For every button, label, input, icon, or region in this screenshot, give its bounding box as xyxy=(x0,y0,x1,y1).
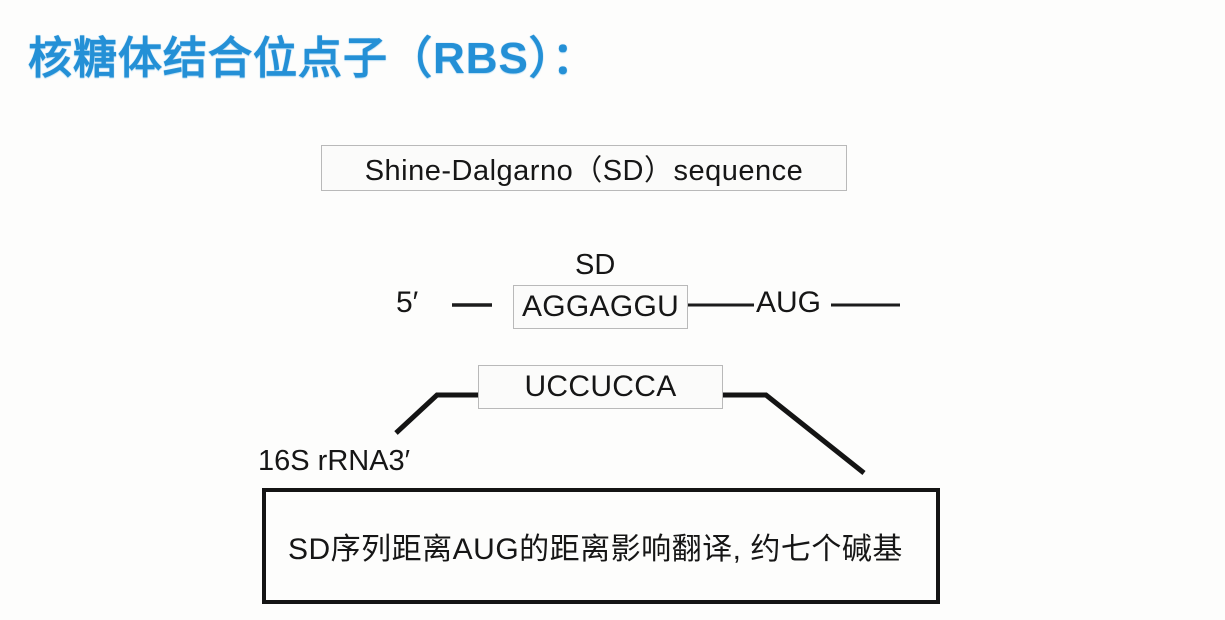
rrna-right-strand xyxy=(723,392,866,475)
mrna-sd-sequence-box: AGGAGGU xyxy=(513,285,688,329)
rrna-16s-label: 16S rRNA3′ xyxy=(258,445,411,477)
start-codon-label: AUG xyxy=(756,286,822,319)
rrna-left-strand xyxy=(394,392,478,435)
sd-caption-label: SD xyxy=(575,249,616,281)
note-callout-box: SD序列距离AUG的距离影响翻译, 约七个碱基 xyxy=(262,488,940,604)
shine-dalgarno-header-label: Shine-Dalgarno（SD）sequence xyxy=(364,155,804,187)
mrna-sd-sequence-label: AGGAGGU xyxy=(521,290,680,323)
anti-sd-sequence-label: UCCUCCA xyxy=(524,370,677,403)
shine-dalgarno-header-box: Shine-Dalgarno（SD）sequence xyxy=(321,145,847,191)
page-title: 核糖体结合位点子（RBS）： xyxy=(28,34,597,83)
anti-sd-sequence-box: UCCUCCA xyxy=(478,365,723,409)
note-callout-text: SD序列距离AUG的距离影响翻译, 约七个碱基 xyxy=(288,533,903,566)
five-prime-end-label: 5′ xyxy=(396,286,419,319)
